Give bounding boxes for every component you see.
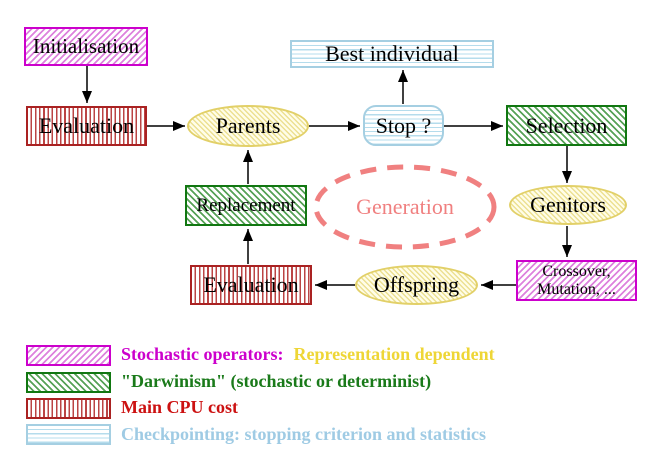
node-selection: Selection (506, 105, 627, 146)
legend-swatch-main-cpu-cost (26, 398, 111, 419)
legend-swatch-darwinism (26, 372, 111, 393)
legend-label-stochastic-operators-text: Stochastic operators: (121, 344, 284, 364)
legend-label-darwinism: "Darwinism" (stochastic or determinist) (121, 371, 432, 391)
crossover-line2: Mutation, ... (537, 280, 616, 298)
legend-label-main-cpu-cost: Main CPU cost (121, 397, 238, 417)
legend-label-checkpointing: Checkpointing: stopping criterion and st… (121, 424, 487, 444)
generation-dashed-ellipse (313, 164, 497, 250)
legend-swatch-stochastic-operators (26, 345, 111, 366)
node-genitors: Genitors (509, 185, 627, 225)
node-generation-label: Generation (356, 194, 454, 219)
crossover-line1: Crossover, (542, 262, 611, 280)
node-offspring: Offspring (355, 265, 478, 305)
node-parents: Parents (187, 105, 309, 147)
node-stop: Stop ? (363, 105, 444, 146)
legend-swatch-checkpointing (26, 424, 111, 445)
node-evaluation-bottom: Evaluation (190, 265, 312, 305)
node-crossover-mutation: Crossover, Mutation, ... (516, 260, 637, 301)
node-replacement: Replacement (185, 185, 307, 226)
legend-label-stochastic-operators: Stochastic operators: Representation depe… (121, 344, 495, 365)
legend-label-representation-dependent: Representation dependent (293, 344, 495, 364)
node-best-individual: Best individual (290, 40, 494, 68)
node-evaluation-top: Evaluation (26, 106, 147, 146)
node-initialisation: Initialisation (24, 27, 148, 66)
